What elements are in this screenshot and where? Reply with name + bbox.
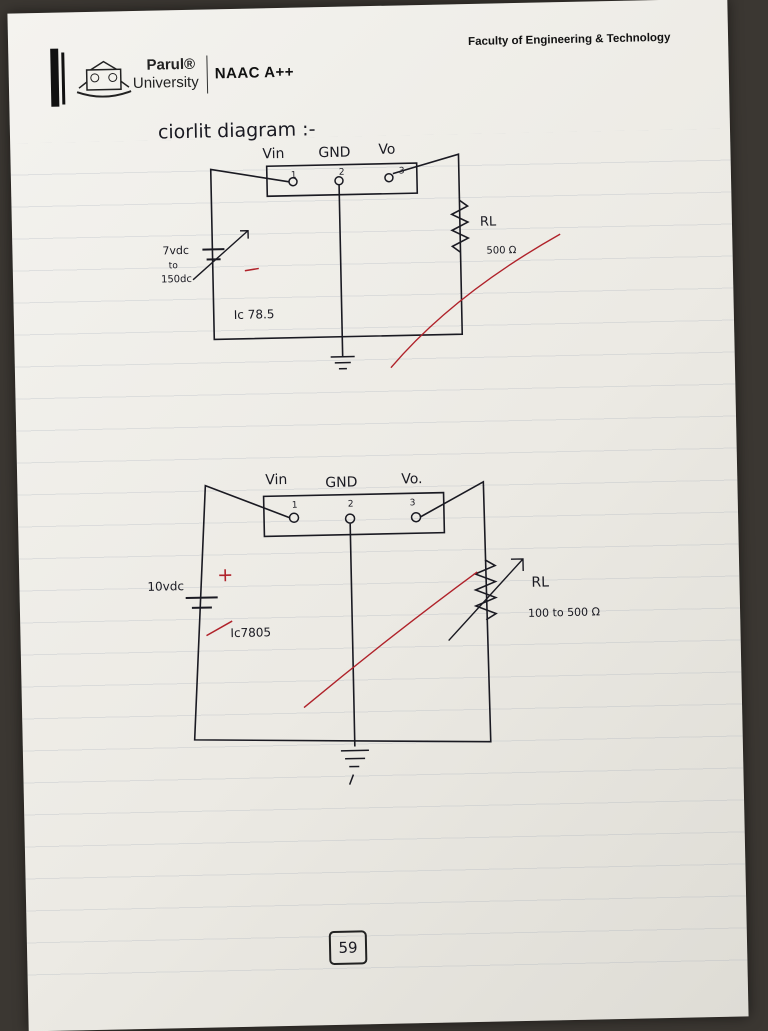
c2-dc-source-icon: [185, 596, 218, 609]
c2-pin-label-gnd: GND: [325, 474, 357, 491]
c2-pin-3-terminal: [410, 511, 422, 523]
c2-red-pen-mark: [206, 620, 233, 637]
c2-pin-label-vin: Vin: [265, 472, 287, 488]
c1-load-label: RL: [480, 214, 497, 229]
c2-pin-num-2: 2: [348, 500, 354, 510]
c2-pin-1-terminal: [288, 512, 300, 524]
c1-red-pen-mark: [244, 267, 259, 272]
c2-ic-label: Ic7805: [230, 625, 271, 640]
c2-pin-label-vo: Vo.: [401, 471, 423, 487]
circuit-1: Vin GND Vo 1 2 3 7vdc to 150dc RL 500 Ω …: [161, 142, 561, 370]
c1-pin-label-vo: Vo: [378, 142, 395, 158]
c2-pin-2-terminal: [344, 513, 356, 524]
c1-pin-num-2: 2: [339, 168, 345, 178]
c2-ground-symbol-icon: [340, 749, 369, 785]
c1-dc-source-icon: [202, 248, 225, 261]
c2-load-label: RL: [531, 574, 549, 590]
circuit-2: Vin GND Vo. 1 2 3 10vdc RL 100 to 500 Ω …: [147, 471, 600, 785]
c1-load-value: 500 Ω: [486, 245, 516, 257]
c2-variable-arrow-icon: [448, 558, 524, 642]
c1-ground-wire: [338, 184, 344, 357]
c1-pin-label-vin: Vin: [262, 146, 284, 162]
c1-ic-label: Ic 78.5: [234, 307, 275, 322]
c1-source-line-2: to: [169, 261, 179, 271]
c2-source-label: 10vdc: [147, 579, 184, 594]
c1-variable-arrow-icon: [192, 229, 249, 281]
c1-pin-num-1: 1: [291, 171, 297, 181]
c2-ic-body: [262, 491, 446, 538]
c2-pin-num-1: 1: [292, 501, 298, 511]
c2-load-value: 100 to 500 Ω: [528, 605, 600, 620]
c1-source-line-1: 7vdc: [162, 244, 189, 258]
diagram-heading: ciorlit diagram :-: [158, 118, 316, 143]
c1-wires: [209, 153, 464, 341]
c1-load-resistor-icon: [449, 199, 471, 253]
c1-source-line-3: 150dc: [161, 274, 192, 286]
c1-red-check-stroke: [390, 233, 561, 369]
c2-pin-num-3: 3: [410, 498, 416, 508]
circuit-diagrams: ciorlit diagram :- Vin GND Vo 1 2 3 7vdc…: [147, 118, 600, 785]
c1-pin-2-terminal: [334, 175, 344, 186]
c2-load-resistor-icon: [473, 559, 498, 621]
c1-pin-3-terminal: [384, 172, 394, 183]
c1-ic-body: [265, 162, 419, 198]
c1-pin-label-gnd: GND: [318, 144, 350, 161]
c1-ground-symbol-icon: [330, 355, 355, 370]
c2-plus-sign-icon: [219, 569, 232, 582]
c2-red-check-stroke: [303, 571, 478, 709]
university-emblem-icon: [76, 60, 132, 98]
c2-wires: [193, 480, 492, 743]
c2-ground-wire: [349, 523, 356, 747]
notebook-page: Parul® University NAAC A++ Faculty of En…: [7, 0, 749, 1031]
page-number: 59: [328, 930, 368, 966]
